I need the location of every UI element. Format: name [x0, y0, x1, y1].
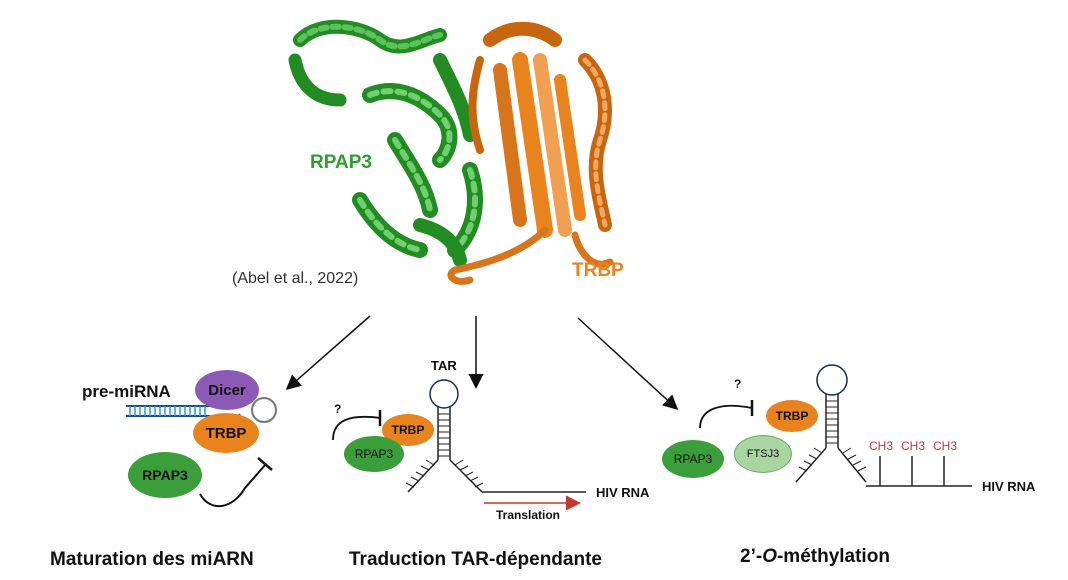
translation-label: Translation	[496, 508, 561, 522]
caption-methyl-prefix: 2’-	[740, 546, 763, 567]
trbp-label-methyl: TRBP	[775, 409, 809, 423]
rpap3-helices	[288, 19, 483, 267]
ch3-label-2: CH3	[901, 439, 926, 453]
rpap3-structure-label: RPAP3	[310, 152, 372, 173]
rpap3-node-methyl: RPAP3	[662, 440, 724, 478]
trbp-structure-label: TRBP	[572, 260, 624, 281]
rpap3-node-mirna: RPAP3	[128, 452, 202, 498]
hiv-label-methyl: HIV RNA	[982, 479, 1036, 494]
dicer-node: Dicer	[195, 370, 259, 410]
inhibition-tar	[332, 415, 381, 441]
inhibition-methyl	[699, 404, 753, 429]
question-tar: ?	[334, 402, 342, 416]
rpap3-label-methyl: RPAP3	[673, 452, 713, 466]
caption-tar: Traduction TAR-dépendante	[349, 549, 602, 570]
caption-methyl: 2’-O-méthylation	[740, 546, 890, 568]
ftsj3-label: FTSJ3	[746, 448, 780, 460]
dicer-label: Dicer	[208, 381, 246, 399]
inhibition-mirna	[199, 463, 267, 508]
caption-methyl-suffix: -méthylation	[776, 546, 890, 567]
tar-label: TAR	[431, 358, 457, 373]
trbp-label-tar: TRBP	[391, 423, 425, 437]
trbp-node-mirna: TRBP	[193, 413, 259, 453]
arrow-to-mirna	[285, 315, 371, 390]
question-methyl: ?	[734, 377, 742, 391]
methyl-hairpin	[795, 364, 972, 487]
caption-mirna: Maturation des miARN	[50, 549, 254, 570]
arrow-to-methyl	[577, 317, 679, 411]
hiv-label-tar: HIV RNA	[596, 485, 650, 500]
ftsj3-node: FTSJ3	[734, 435, 792, 473]
ch3-label-3: CH3	[933, 439, 958, 453]
trbp-node-methyl: TRBP	[766, 400, 818, 432]
ch3-label-1: CH3	[869, 439, 894, 453]
rpap3-label-mirna: RPAP3	[142, 467, 188, 483]
citation: (Abel et al., 2022)	[232, 270, 359, 287]
caption-methyl-italic: O	[762, 546, 777, 567]
rpap3-node-tar: RPAP3	[344, 436, 404, 472]
pre-mirna-label: pre-miRNA	[82, 382, 171, 401]
trbp-label-mirna: TRBP	[205, 424, 247, 442]
trbp-sheets	[447, 21, 614, 285]
rpap3-label-tar: RPAP3	[354, 447, 394, 461]
trbp-node-tar: TRBP	[382, 414, 434, 446]
tar-hairpin	[405, 379, 586, 493]
